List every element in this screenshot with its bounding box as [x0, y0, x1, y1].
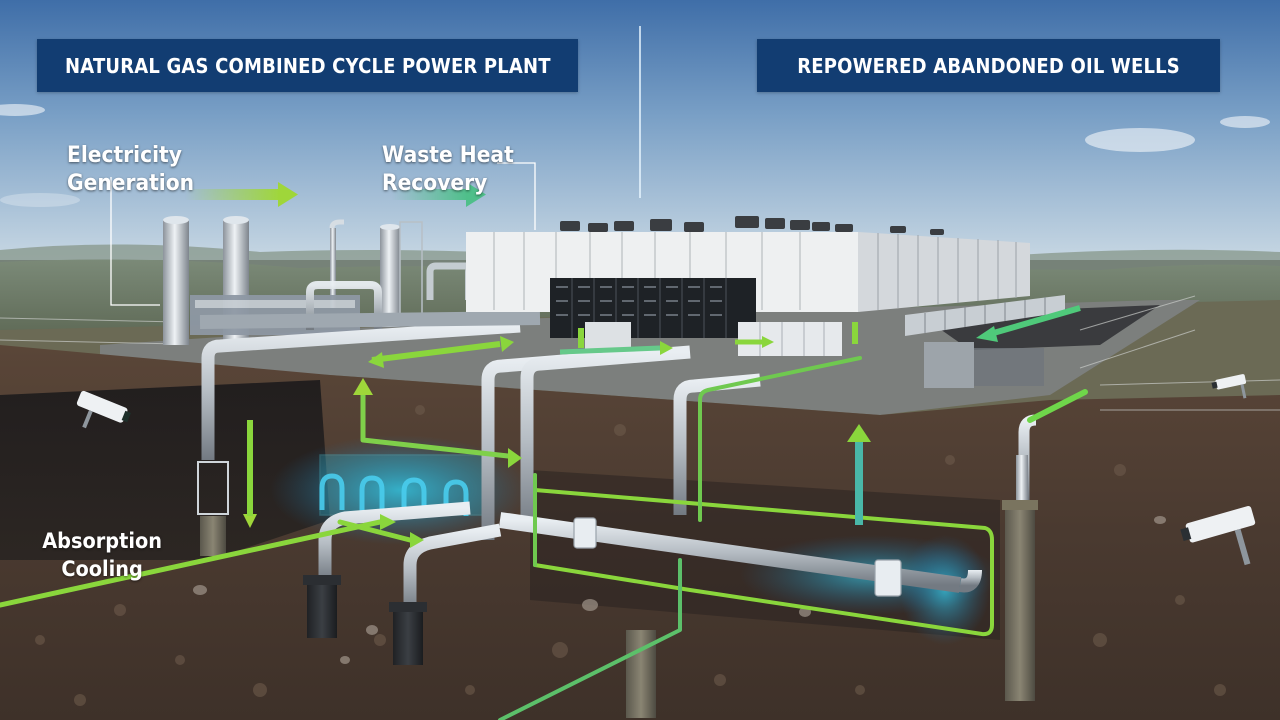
label-text: Waste Heat Recovery	[382, 143, 514, 196]
perimeter-fence	[0, 295, 1280, 411]
flow-lines	[0, 356, 1088, 720]
rooftop-cooling-fans	[560, 216, 944, 235]
server-racks	[550, 278, 756, 338]
security-cameras	[76, 374, 1256, 566]
chiller-units	[585, 295, 1065, 388]
oil-well-casings	[197, 455, 1038, 718]
clouds	[0, 104, 1270, 207]
label-waste-heat-recovery: Waste Heat Recovery	[382, 114, 525, 198]
label-absorption-cooling: Absorption Cooling	[37, 499, 167, 583]
flow-arrows	[243, 305, 1081, 548]
label-text: Electricity Generation	[67, 143, 195, 196]
section-banner-ngcc: NATURAL GAS COMBINED CYCLE POWER PLANT	[37, 39, 578, 92]
data-center-building	[466, 216, 1065, 388]
pipe-valves	[573, 517, 902, 597]
sky-flow-arrows	[185, 182, 486, 207]
main-header-pipe	[201, 319, 521, 460]
label-text: Absorption Cooling	[42, 529, 163, 581]
leader-lines	[110, 162, 536, 306]
label-electricity-generation: Electricity Generation	[67, 114, 205, 198]
section-title: NATURAL GAS COMBINED CYCLE POWER PLANT	[64, 53, 551, 78]
section-banner-oil-wells: REPOWERED ABANDONED OIL WELLS	[757, 39, 1220, 92]
section-title: REPOWERED ABANDONED OIL WELLS	[797, 53, 1180, 78]
